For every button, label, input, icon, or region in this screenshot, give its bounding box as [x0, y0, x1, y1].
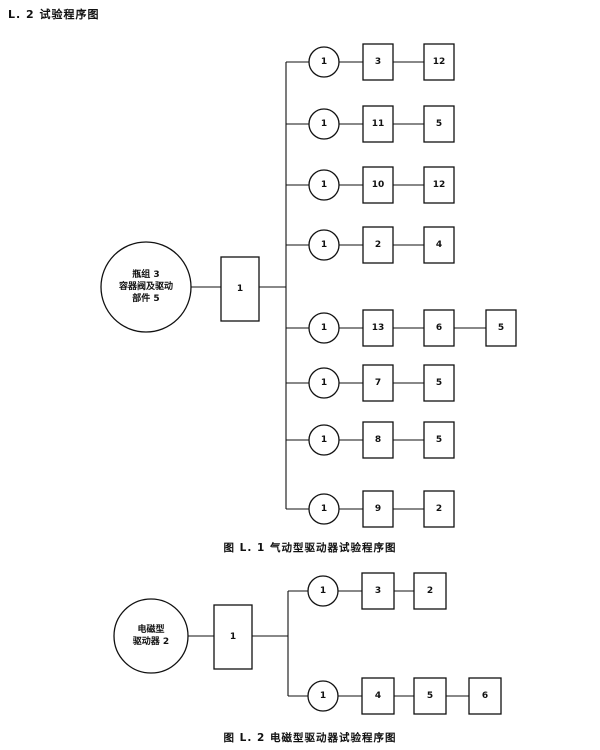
figure1-step-label: 11	[372, 119, 385, 129]
figure1-step-box	[362, 43, 394, 81]
figure1-branch-circle-label: 1	[321, 240, 327, 250]
figure1-hub-label: 1	[237, 284, 243, 294]
figure1-step-box	[423, 364, 455, 402]
figure1-step-box	[362, 105, 394, 143]
figure1-step-label: 5	[436, 119, 442, 129]
figure1-branch-circle-label: 1	[321, 119, 327, 129]
figure1-step-label: 5	[498, 323, 504, 333]
figure1-step-box	[423, 309, 455, 347]
figure2-hub-label: 1	[230, 632, 236, 642]
figure1-source-label: 容器阀及驱动	[118, 280, 173, 292]
figure2-step-box	[468, 677, 502, 715]
figure2-branch-circle-label: 1	[320, 691, 326, 701]
figure1-hub-box	[220, 256, 260, 322]
figure1-step-label: 4	[436, 240, 442, 250]
figure2-branch-circle-label: 1	[320, 586, 326, 596]
figure1-branch-circle-label: 1	[321, 504, 327, 514]
figure2-step-box	[413, 572, 447, 610]
figure1-branch-circle-label: 1	[321, 323, 327, 333]
figure1-branch-circle-label: 1	[321, 57, 327, 67]
figure1-step-label: 5	[436, 435, 442, 445]
figure1-step-label: 7	[375, 378, 381, 388]
figure1-step-box	[423, 490, 455, 528]
figure-l1-caption: 图 L. 1 气动型驱动器试验程序图	[223, 542, 397, 554]
figure1-step-box	[423, 166, 455, 204]
figure1-branch-circle-label: 1	[321, 180, 327, 190]
figure2-source-node	[113, 598, 189, 674]
figure1-step-label: 12	[433, 57, 446, 67]
figure1-branch-circle-label: 1	[321, 435, 327, 445]
figure2-source-label: 电磁型	[137, 623, 164, 635]
figure1-step-label: 9	[375, 504, 381, 514]
figure2-step-box	[413, 677, 447, 715]
figure1-step-label: 2	[436, 504, 442, 514]
figure2-step-label: 2	[427, 586, 433, 596]
figure1-step-box	[362, 226, 394, 264]
figure2-hub-box	[213, 604, 253, 670]
figure2-step-label: 4	[375, 691, 381, 701]
figure1-step-label: 13	[372, 323, 385, 333]
figure2-step-label: 6	[482, 691, 488, 701]
figure1-step-box	[423, 105, 455, 143]
figure1-step-box	[423, 226, 455, 264]
section-heading: L. 2 试验程序图	[8, 8, 100, 21]
figure1-step-label: 6	[436, 323, 442, 333]
figure1-step-label: 12	[433, 180, 446, 190]
figure1-step-label: 8	[375, 435, 381, 445]
figure1-step-box	[362, 166, 394, 204]
figure1-branch-circle-label: 1	[321, 378, 327, 388]
figure1-source-label: 瓶组 3	[132, 268, 159, 280]
figure1-step-box	[423, 43, 455, 81]
figure2-step-label: 5	[427, 691, 433, 701]
figure1-step-label: 10	[372, 180, 385, 190]
figure1-step-label: 5	[436, 378, 442, 388]
figure2-source-label: 驱动器 2	[133, 636, 169, 647]
figure1-source-label: 部件 5	[132, 292, 159, 304]
figure2-step-label: 3	[375, 586, 381, 596]
figure1-step-box	[362, 421, 394, 459]
figure1-step-box	[423, 421, 455, 459]
figure-l2-caption: 图 L. 2 电磁型驱动器试验程序图	[223, 732, 397, 744]
figure1-step-label: 3	[375, 57, 381, 67]
figure1-step-box	[485, 309, 517, 347]
figure1-step-label: 2	[375, 240, 381, 250]
